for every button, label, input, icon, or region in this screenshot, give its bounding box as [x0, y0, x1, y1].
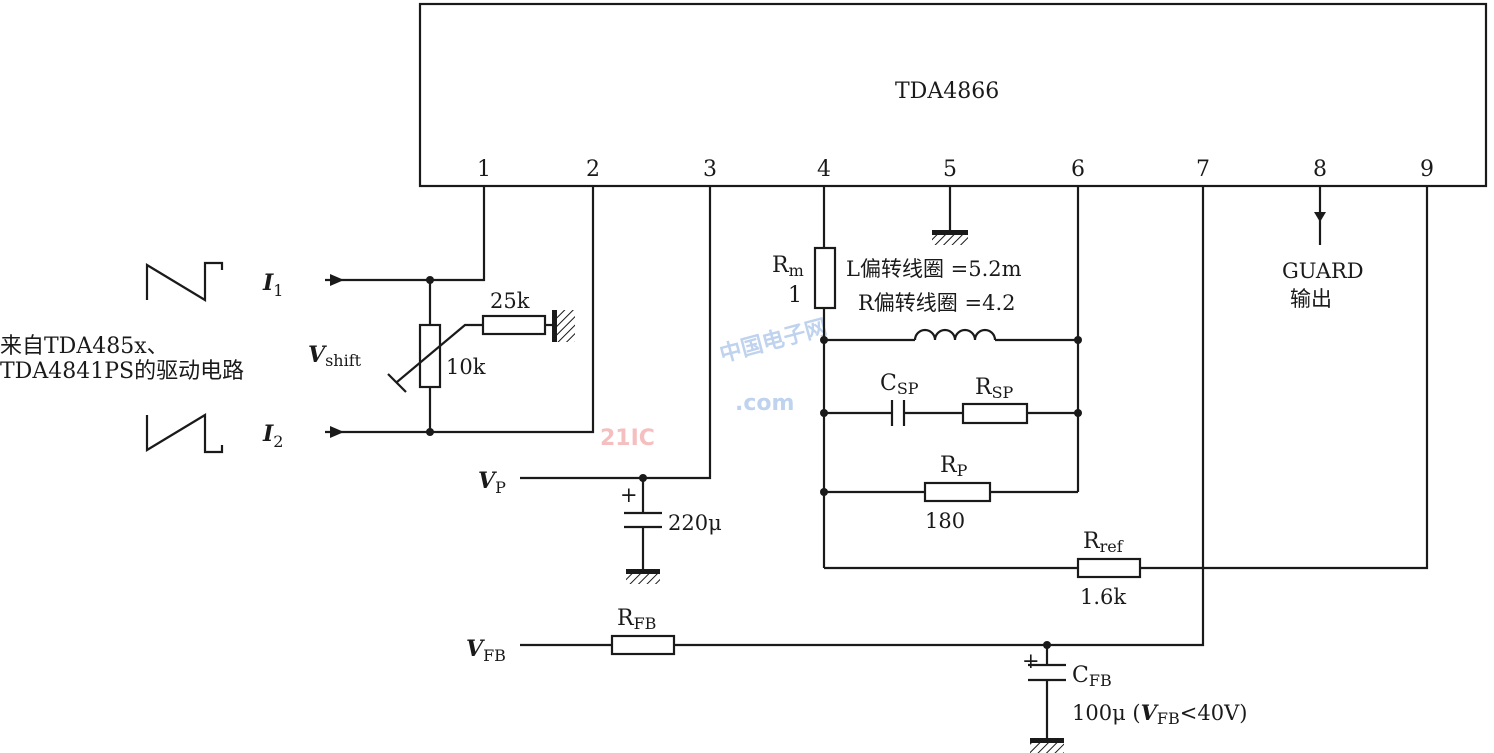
rp-label: RP — [940, 453, 968, 480]
svg-text:.com: .com — [735, 391, 794, 416]
sawtooth-down-waveform-icon — [145, 261, 224, 302]
pin-9-label: 9 — [1420, 157, 1434, 182]
pin-2-label: 2 — [586, 157, 600, 182]
guard-output-label: 输出 — [1290, 287, 1332, 311]
rp-value: 180 — [925, 509, 965, 533]
source-label-line1: 来自TDA485x、 — [0, 334, 169, 359]
potentiometer-wiper — [396, 323, 483, 383]
pin-3-label: 3 — [703, 157, 717, 182]
rm-label: Rm — [772, 253, 804, 280]
cfb-plus-sign: + — [1022, 649, 1040, 673]
pin-8-label: 8 — [1313, 157, 1327, 182]
ground-icon — [1030, 738, 1064, 743]
watermark-logo: 21IC .com 中国电子网 — [600, 315, 830, 451]
ic-tda4866 — [418, 2, 1488, 188]
rref-label: Rref — [1083, 529, 1124, 556]
wires — [325, 186, 1429, 738]
sawtooth-up-waveform-icon — [145, 413, 224, 454]
pin-1-label: 1 — [477, 157, 491, 182]
guard-label: GUARD — [1282, 259, 1364, 283]
csp-label: CSP — [880, 371, 919, 398]
vshift-label: Vshift — [308, 342, 362, 370]
rref-value: 1.6k — [1080, 585, 1126, 609]
potentiometer-10k — [418, 323, 442, 389]
ground-icon — [626, 569, 660, 574]
i2-label: I2 — [262, 421, 283, 451]
coil-inductance-label: L偏转线圈 =5.2m — [846, 257, 1022, 281]
resistor-rm — [813, 246, 837, 310]
i1-label: I1 — [262, 270, 283, 300]
rsp-label: RSP — [975, 375, 1014, 402]
pot-value: 10k — [446, 355, 486, 379]
deflection-coil-inductor — [913, 328, 997, 341]
rm-value: 1 — [788, 283, 802, 308]
ground-icon — [552, 310, 557, 342]
cfb-label: CFB — [1072, 663, 1112, 690]
vfb-label: VFB — [466, 636, 506, 665]
resistor-rsp — [961, 402, 1029, 425]
source-label-line2: TDA4841PS的驱动电路 — [0, 359, 244, 384]
resistor-rp — [923, 481, 992, 503]
ic-name: TDA4866 — [895, 79, 999, 104]
pin-4-label: 4 — [817, 157, 831, 182]
ic-pin-labels: 1 2 3 4 5 6 7 8 9 — [477, 157, 1434, 182]
svg-text:21IC: 21IC — [600, 426, 655, 451]
cap-220u-value: 220μ — [668, 511, 722, 535]
resistor-rfb — [610, 634, 676, 656]
pin-5-label: 5 — [943, 157, 957, 182]
resistor-rref — [1076, 557, 1142, 579]
pin-6-label: 6 — [1071, 157, 1085, 182]
i2-arrow-icon — [330, 426, 344, 438]
rfb-label: RFB — [617, 606, 656, 633]
r25k-value: 25k — [490, 289, 530, 313]
junction-dots — [426, 276, 1082, 649]
coil-resistance-label: R偏转线圈 =4.2 — [858, 291, 1015, 315]
i1-arrow-icon — [330, 274, 344, 286]
resistor-25k — [481, 314, 547, 336]
ground-icon — [932, 230, 968, 235]
vp-label: VP — [478, 468, 506, 497]
cfb-value: 100μ (VFB<40V) — [1072, 700, 1247, 728]
guard-arrow-icon — [1314, 212, 1326, 222]
svg-text:中国电子网: 中国电子网 — [717, 315, 830, 368]
cap-plus-sign: + — [620, 483, 638, 507]
pin-7-label: 7 — [1196, 157, 1210, 182]
